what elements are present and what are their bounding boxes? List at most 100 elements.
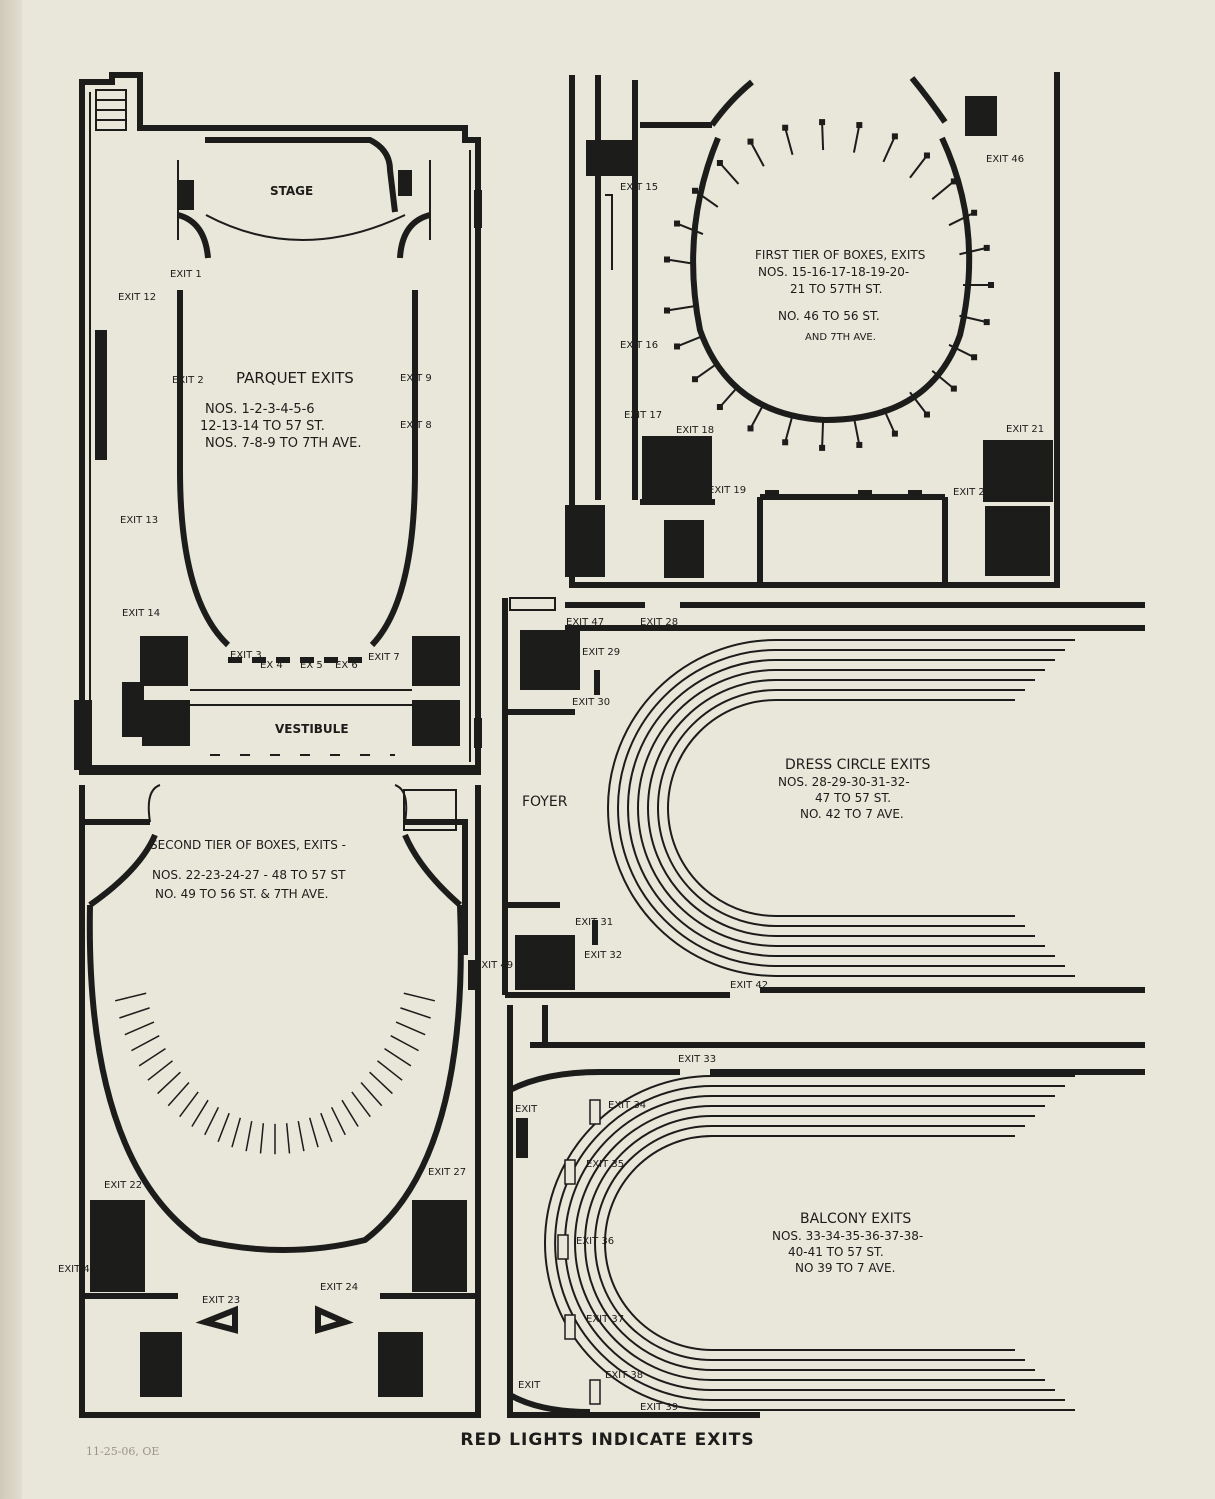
first-tier-stair-lower-right — [983, 440, 1053, 502]
first-tier-door-c — [908, 490, 922, 500]
second-tier-line-2: NOS. 22-23-24-27 - 48 TO 57 ST — [152, 868, 346, 882]
balcony-plan — [507, 1005, 1145, 1418]
parquet-stair-front-left — [74, 700, 92, 770]
balcony-top-curve — [508, 1069, 680, 1093]
exit-21: EXIT 21 — [1006, 424, 1044, 435]
parquet-stair-treads — [96, 99, 126, 121]
exit-36: EXIT 36 — [576, 1236, 614, 1247]
first-tier-stair-bottom-left-2 — [664, 520, 704, 578]
exit-6: EX 6 — [335, 660, 358, 671]
second-tier-exit-49-door — [468, 960, 478, 990]
second-tier-proscenium — [147, 784, 408, 823]
balcony-seat-rows — [544, 1075, 1075, 1411]
exit-42: EXIT 42 — [730, 980, 768, 991]
balcony-outer-wall — [507, 1005, 760, 1418]
second-tier-stair-right — [412, 1200, 467, 1292]
parquet-door-right-1 — [474, 190, 482, 228]
exit-46: EXIT 46 — [986, 154, 1024, 165]
handwritten-note: 11-25-06, OE — [86, 1445, 160, 1458]
parquet-side-stair — [95, 330, 107, 460]
exit-17: EXIT 17 — [624, 410, 662, 421]
exit-15: EXIT 15 — [620, 182, 658, 193]
exit-19: EXIT 19 — [708, 485, 746, 496]
first-tier-stair-bottom-right — [985, 506, 1050, 576]
first-tier-line-4: NO. 46 TO 56 ST. — [778, 309, 880, 323]
second-tier-box-room — [403, 789, 457, 831]
second-tier-upper-right — [402, 833, 462, 908]
dress-circle-plan — [502, 597, 1145, 998]
floor-plan-diagram: STAGE VESTIBULE PARQUET EXITS NOS. 1-2-3… — [58, 72, 1145, 1418]
parquet-wall-right — [369, 290, 418, 648]
second-tier-line-1: SECOND TIER OF BOXES, EXITS - — [150, 838, 346, 852]
stage-back-wall — [205, 137, 398, 213]
balcony-line-4: NO 39 TO 7 AVE. — [795, 1261, 895, 1275]
exit-7: EXIT 7 — [368, 652, 400, 663]
first-tier-line-3: 21 TO 57TH ST. — [790, 282, 882, 296]
balcony-line-1: BALCONY EXITS — [800, 1211, 911, 1227]
footer-caption: RED LIGHTS INDICATE EXITS — [460, 1430, 755, 1450]
first-tier-line-1: FIRST TIER OF BOXES, EXITS — [755, 248, 925, 262]
parquet-door-right-2 — [474, 718, 482, 748]
second-tier-box-partitions — [115, 992, 435, 1155]
exit-8: EXIT 8 — [400, 420, 432, 431]
parquet-side-stair-gap — [99, 337, 105, 453]
second-tier-upper-left — [88, 833, 158, 908]
dress-circle-top-corridor — [565, 602, 1145, 631]
exit-47: EXIT 47 — [566, 617, 604, 628]
dress-circle-bottom-corridor — [505, 987, 1145, 998]
exit-1: EXIT 1 — [170, 269, 202, 280]
exit-39: EXIT 39 — [640, 1402, 678, 1413]
dress-circle-line-1: DRESS CIRCLE EXITS — [785, 757, 931, 773]
parquet-outer-wall — [79, 72, 481, 775]
first-tier-door-left — [605, 194, 613, 270]
vestibule-label: VESTIBULE — [275, 722, 349, 736]
foyer-label: FOYER — [522, 794, 568, 810]
parquet-line-1: NOS. 1-2-3-4-5-6 — [205, 402, 315, 417]
first-tier-line-2: NOS. 15-16-17-18-19-20- — [758, 265, 909, 279]
stage-front-curve — [205, 214, 406, 241]
parquet-title: PARQUET EXITS — [236, 369, 354, 387]
first-tier-door-b — [858, 490, 872, 500]
parquet-wall-left — [177, 290, 231, 648]
balcony-top-corridor — [530, 1042, 1145, 1075]
balcony-bottom-curve — [508, 1392, 591, 1415]
first-tier-line-5: AND 7TH AVE. — [805, 332, 876, 343]
balcony-line-2: NOS. 33-34-35-36-37-38- — [772, 1229, 923, 1243]
exit-48: EXIT 48 — [58, 1264, 96, 1275]
dress-circle-seat-rows — [607, 639, 1075, 977]
exit-33: EXIT 33 — [678, 1054, 716, 1065]
vestibule-steps — [190, 689, 412, 706]
exit-20: EXIT 20 — [953, 487, 991, 498]
second-tier-outer-wall — [79, 785, 481, 1418]
second-tier-stair-bottom-right — [378, 1332, 423, 1397]
dress-circle-foyer-walls — [505, 709, 575, 908]
dress-circle-cloak — [509, 597, 556, 611]
stage-stair-left — [178, 180, 194, 210]
dress-circle-line-3: 47 TO 57 ST. — [815, 791, 891, 805]
parquet-stair-left-lower — [140, 636, 188, 686]
stage-stair-right — [398, 170, 412, 196]
proscenium-left — [177, 212, 211, 259]
exit-2: EXIT 2 — [172, 375, 204, 386]
exit-12: EXIT 12 — [118, 292, 156, 303]
dress-circle-stair-top — [520, 630, 580, 690]
first-tier-stair-lower-left — [642, 436, 712, 502]
exit-16: EXIT 16 — [620, 340, 658, 351]
first-tier-outer-wall — [569, 72, 1060, 588]
first-tier-plan — [565, 72, 1060, 588]
exit-5: EX 5 — [300, 660, 323, 671]
parquet-stair-vestibule-left — [122, 682, 144, 737]
parquet-stair-vestibule-right — [412, 700, 460, 746]
exit-30: EXIT 30 — [572, 697, 610, 708]
proscenium-right — [397, 212, 431, 259]
exit-28: EXIT 28 — [640, 617, 678, 628]
plan-labels: STAGE VESTIBULE PARQUET EXITS NOS. 1-2-3… — [58, 154, 1044, 1413]
exit-31: EXIT 31 — [575, 917, 613, 928]
first-tier-stair-bottom-left — [565, 505, 605, 577]
parquet-plan — [74, 72, 482, 775]
exit-27: EXIT 27 — [428, 1167, 466, 1178]
dress-circle-stair-bottom — [515, 935, 575, 990]
parquet-stair-right-lower — [412, 636, 460, 686]
first-tier-stair-top-left — [586, 140, 634, 176]
second-tier-box-front-outer — [86, 904, 464, 1253]
